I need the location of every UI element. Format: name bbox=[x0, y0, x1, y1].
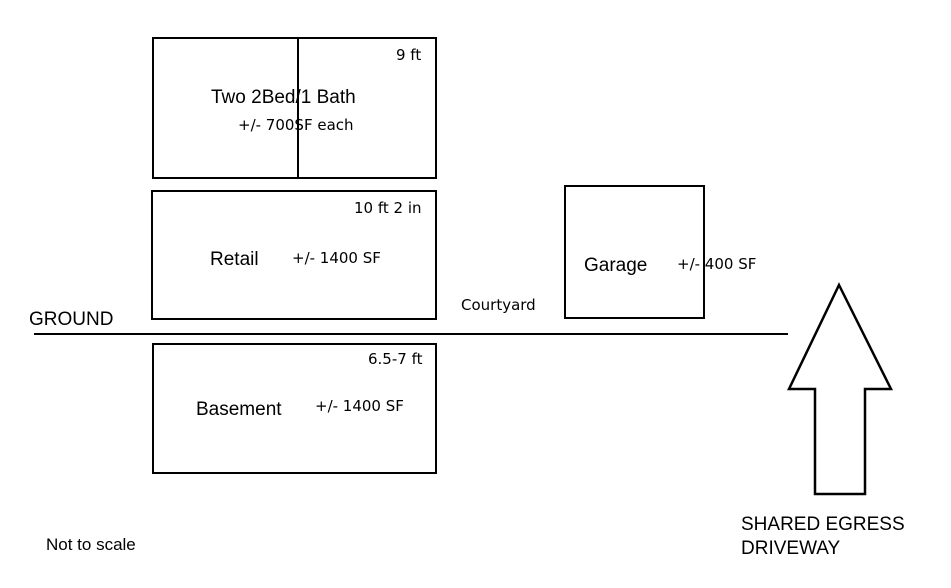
garage-title: Garage bbox=[584, 255, 648, 276]
ground-line bbox=[34, 333, 788, 335]
upper-floor-title: Two 2Bed/1 Bath bbox=[211, 87, 356, 108]
basement-area: +/- 1400 SF bbox=[315, 397, 404, 415]
egress-label-line2: DRIVEWAY bbox=[741, 538, 841, 559]
garage-area: +/- 400 SF bbox=[677, 255, 757, 273]
retail-title: Retail bbox=[210, 249, 259, 270]
upper-floor-box bbox=[152, 37, 437, 179]
retail-area: +/- 1400 SF bbox=[292, 249, 381, 267]
basement-box bbox=[152, 343, 437, 474]
unit-divider-line bbox=[297, 37, 299, 179]
basement-height: 6.5-7 ft bbox=[368, 350, 423, 368]
garage-box bbox=[564, 185, 705, 319]
retail-height: 10 ft 2 in bbox=[354, 199, 422, 217]
egress-label-line1: SHARED EGRESS bbox=[741, 514, 905, 535]
courtyard-label: Courtyard bbox=[461, 296, 536, 314]
basement-title: Basement bbox=[196, 399, 282, 420]
upper-floor-area: +/- 700SF each bbox=[238, 116, 354, 134]
ground-label: GROUND bbox=[29, 309, 114, 330]
scale-note: Not to scale bbox=[46, 535, 136, 554]
retail-box bbox=[151, 190, 437, 320]
upper-floor-height: 9 ft bbox=[396, 46, 422, 64]
